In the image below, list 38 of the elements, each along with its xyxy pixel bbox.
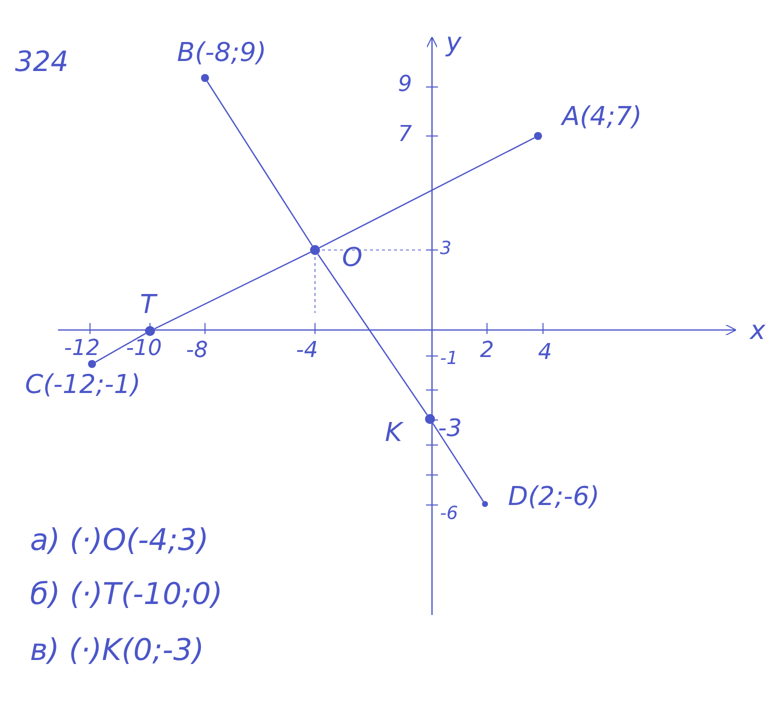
point-label: A(4;7) xyxy=(562,104,642,130)
line-segment xyxy=(95,332,146,363)
tick-label: -6 xyxy=(440,505,458,523)
point-dot xyxy=(145,326,155,336)
point-label: C(-12;-1) xyxy=(25,372,141,398)
tick-label: -8 xyxy=(186,340,208,362)
tick-label: 7 xyxy=(398,124,412,146)
point-label: D(2;-6) xyxy=(508,484,600,510)
point-dot xyxy=(310,245,320,255)
point-label: K xyxy=(385,420,402,446)
point-label: T xyxy=(140,292,156,318)
tick-label: -3 xyxy=(438,416,462,440)
axis-label: x xyxy=(750,318,766,344)
axis-label: y xyxy=(446,30,462,56)
tick-label: -12 xyxy=(64,338,100,360)
tick-label: -4 xyxy=(296,340,318,362)
line-segment xyxy=(432,422,484,502)
point-dot xyxy=(425,414,435,424)
point-label: O xyxy=(342,245,362,271)
answer-text: б) (·)T(-10;0) xyxy=(30,580,223,610)
point-dot xyxy=(482,501,488,507)
tick-label: 9 xyxy=(398,74,412,96)
line-segment xyxy=(317,254,428,416)
tick-label: 3 xyxy=(440,240,452,258)
tick-label: 4 xyxy=(538,342,552,364)
answer-text: в) (·)K(0;-3) xyxy=(30,636,204,666)
point-label: B(-8;9) xyxy=(177,40,266,66)
answer-text: а) (·)O(-4;3) xyxy=(30,526,209,556)
point-dot xyxy=(88,360,96,368)
tick-label: -10 xyxy=(126,338,162,360)
line-segment xyxy=(319,137,535,248)
problem-number: 324 xyxy=(15,48,68,76)
line-segment xyxy=(154,252,311,330)
point-dot xyxy=(201,74,209,82)
point-dot xyxy=(534,132,542,140)
line-segment xyxy=(206,81,313,246)
tick-label: -1 xyxy=(440,350,458,368)
tick-label: 2 xyxy=(480,340,494,362)
